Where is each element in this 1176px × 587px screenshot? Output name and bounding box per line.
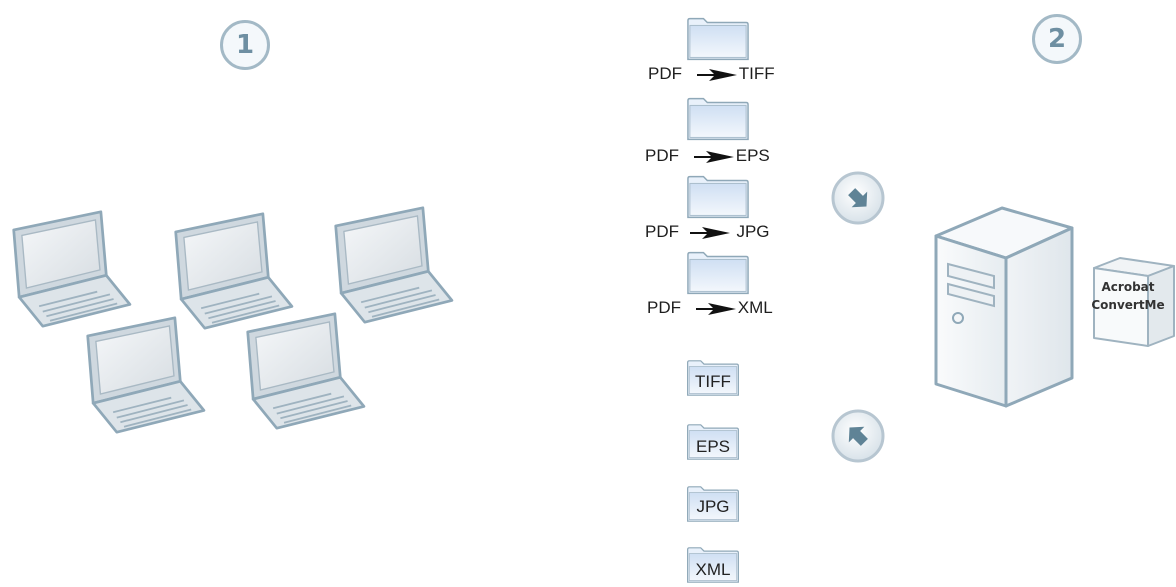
software-box-label: Acrobat ConvertMe — [1078, 278, 1176, 314]
conversion-label: PDF EPS — [645, 146, 770, 165]
arrow-icon — [697, 68, 737, 82]
software-box-line1: Acrobat — [1101, 280, 1155, 294]
arrow-out-icon — [831, 409, 885, 463]
arrow-icon — [690, 226, 730, 240]
folder-icon — [686, 250, 750, 296]
folder-icon — [686, 16, 750, 62]
laptop-icon — [328, 206, 456, 324]
conversion-label: PDF XML — [647, 298, 773, 317]
arrow-icon — [696, 302, 736, 316]
laptop-icon — [240, 312, 368, 430]
folder-icon — [686, 96, 750, 142]
arrow-icon — [694, 150, 734, 164]
step-2-badge: 2 — [1032, 14, 1082, 64]
software-box-icon — [1093, 257, 1175, 347]
step-2-number: 2 — [1047, 24, 1067, 54]
output-folder-label: JPG — [696, 497, 730, 516]
output-folder-label: EPS — [695, 437, 731, 456]
laptop-icon — [6, 210, 134, 328]
step-1-badge: 1 — [220, 20, 270, 70]
step-1-number: 1 — [235, 30, 255, 60]
output-folder-label: XML — [695, 560, 731, 579]
conversion-label: PDF TIFF — [648, 64, 775, 83]
laptop-icon — [80, 316, 208, 434]
server-tower-icon — [934, 206, 1074, 408]
folder-icon — [686, 174, 750, 220]
output-folder-label: TIFF — [695, 372, 731, 391]
arrow-in-icon — [831, 171, 885, 225]
conversion-label: PDF JPG — [645, 222, 770, 241]
software-box-line2: ConvertMe — [1091, 298, 1165, 312]
